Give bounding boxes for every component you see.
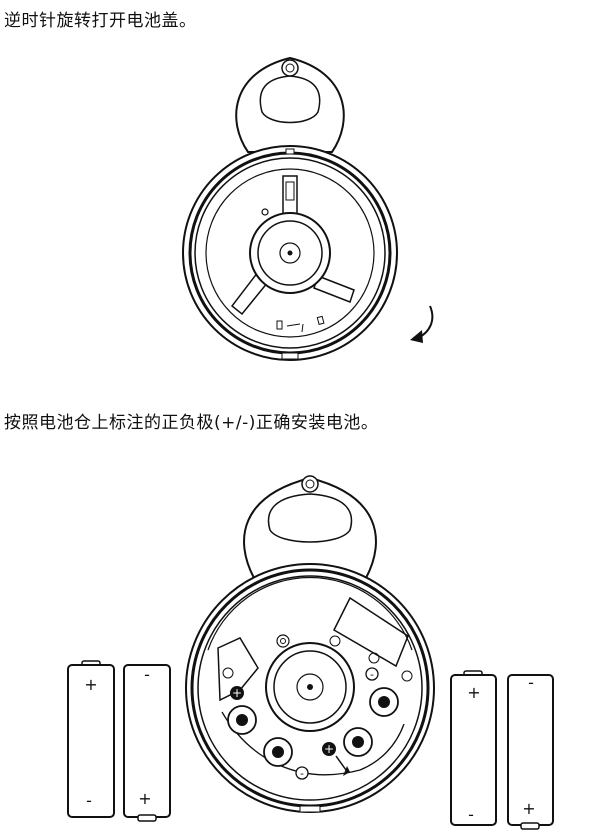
compartment-minus-mark-bottom: - — [300, 767, 304, 780]
battery-3-minus-label: - — [468, 805, 474, 824]
battery-3-plus-label: + — [467, 683, 480, 702]
battery-4: - + — [507, 673, 554, 830]
step-2-instruction: 按照电池仓上标注的正负极(+/-)正确安装电池。 — [4, 413, 379, 433]
compartment-minus-mark-right: - — [370, 668, 374, 681]
battery-2: - + — [123, 664, 171, 822]
battery-compartment-illustration: + - - + — [185, 475, 435, 813]
battery-4-plus-label: + — [522, 799, 535, 818]
battery-1-plus-label: + — [84, 675, 97, 694]
battery-1-minus-label: - — [86, 791, 92, 810]
battery-4-minus-label: - — [528, 673, 534, 692]
compartment-plus-mark-center: + — [324, 742, 334, 756]
battery-3: + - — [450, 670, 497, 826]
step-1-instruction: 逆时针旋转打开电池盖。 — [4, 11, 197, 31]
battery-1: + - — [67, 660, 115, 818]
compartment-plus-mark-left: + — [232, 686, 242, 700]
battery-2-plus-label: + — [138, 789, 151, 808]
battery-2-minus-label: - — [144, 665, 150, 684]
device-with-cover-illustration — [182, 56, 434, 361]
